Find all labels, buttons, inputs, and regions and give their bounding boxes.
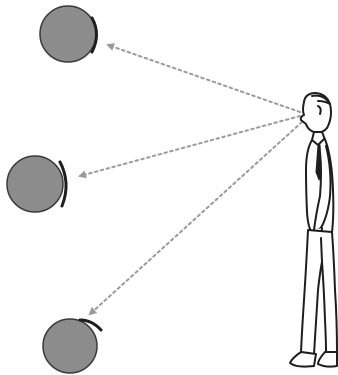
middle-ball-body [7, 156, 63, 212]
sight-line-lower [90, 122, 302, 314]
man-right-shoe [318, 352, 337, 367]
lower-ball [43, 319, 101, 373]
man-left-shoe [290, 352, 316, 367]
sight-line-middle [80, 116, 300, 176]
upper-ball-body [40, 6, 96, 62]
lower-ball-body [43, 319, 97, 373]
man-leg-crease [321, 238, 322, 262]
man-legs [301, 230, 337, 354]
middle-ball [7, 156, 66, 212]
sight-lines [80, 45, 302, 314]
upper-ball [40, 6, 97, 62]
sight-line-upper [108, 45, 300, 112]
standing-man [290, 93, 337, 367]
